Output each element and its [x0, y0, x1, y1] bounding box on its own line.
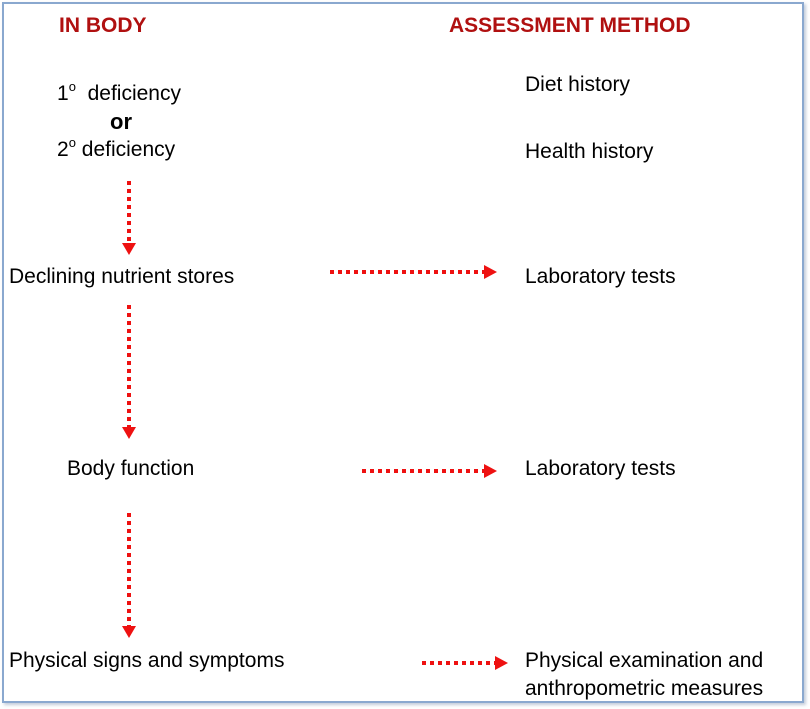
arrow-down-2: [122, 305, 136, 439]
stage-declining-nutrient-stores: Declining nutrient stores: [9, 265, 235, 288]
header-in-body: IN BODY: [59, 14, 147, 37]
stage-physical-signs: Physical signs and symptoms: [9, 649, 285, 672]
or-connector: or: [110, 109, 132, 134]
secondary-deficiency: 2o deficiency: [57, 136, 176, 161]
arrow-right-1: [330, 265, 497, 279]
primary-deficiency-degree: o: [68, 79, 76, 94]
method-diet-history: Diet history: [525, 73, 631, 96]
secondary-deficiency-degree: o: [68, 135, 76, 150]
primary-deficiency-label: deficiency: [87, 82, 181, 105]
method-physical-exam-line1: Physical examination and: [525, 649, 764, 672]
arrow-right-2: [362, 464, 497, 478]
arrow-down-3: [122, 513, 136, 638]
header-assessment-method: ASSESSMENT METHOD: [449, 14, 691, 37]
diagram-frame: [2, 2, 804, 703]
secondary-deficiency-label: deficiency: [81, 138, 176, 161]
method-lab-tests-1: Laboratory tests: [525, 265, 676, 288]
arrow-down-1: [122, 181, 136, 255]
stage-body-function: Body function: [67, 457, 195, 480]
method-health-history: Health history: [525, 140, 654, 163]
method-lab-tests-2: Laboratory tests: [525, 457, 676, 480]
secondary-deficiency-number: 2: [57, 138, 69, 161]
arrow-right-3: [422, 656, 508, 670]
method-physical-exam-line2: anthropometric measures: [525, 677, 764, 700]
primary-deficiency: 1o deficiency: [57, 80, 181, 105]
primary-deficiency-number: 1: [57, 82, 69, 105]
